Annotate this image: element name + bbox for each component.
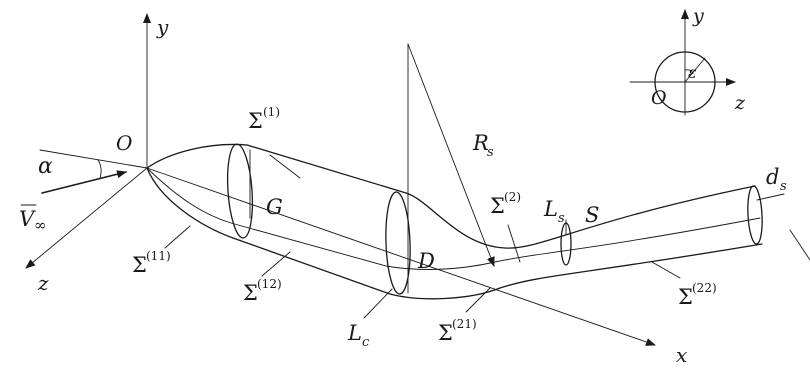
sigma2-label: Σ xyxy=(490,194,505,218)
x-axis-label: x xyxy=(676,343,687,367)
section-sigma1-ellipse xyxy=(226,143,254,239)
body-generatrix-line xyxy=(146,167,761,270)
ds-arrow xyxy=(789,229,810,261)
sigma2-superscript: (2) xyxy=(504,190,521,204)
inset-y-label: y xyxy=(692,5,704,27)
leader-sigma2 xyxy=(507,224,521,263)
inset-origin-label: O xyxy=(651,87,667,109)
alpha-angle-arc xyxy=(97,159,102,179)
sigma21-superscript: (21) xyxy=(452,317,477,331)
leader-Lc xyxy=(363,288,393,319)
z-axis-label: z xyxy=(37,271,49,295)
sigma22-superscript: (22) xyxy=(692,281,717,295)
leader-sigma11 xyxy=(164,225,191,249)
Ls-subscript: s xyxy=(558,211,565,226)
sigma1-label: Σ xyxy=(248,109,263,133)
y-axis-label: y xyxy=(156,15,169,39)
leader-sigma1 xyxy=(269,154,301,179)
Rs-label: R xyxy=(472,131,489,155)
inset-section-circle xyxy=(654,51,716,113)
tail-end-ellipse xyxy=(747,185,763,245)
origin-label: O xyxy=(116,131,132,155)
velocity-subscript: ∞ xyxy=(34,216,47,234)
sigma21-label: Σ xyxy=(438,321,453,345)
body-lower-contour xyxy=(146,167,763,300)
Rs-subscript: s xyxy=(487,145,494,160)
ds-subscript: s xyxy=(780,179,787,194)
freestream-velocity-arrow xyxy=(41,170,127,194)
sigma1-superscript: (1) xyxy=(263,105,280,119)
inset-z-label: z xyxy=(734,92,746,114)
z-axis xyxy=(25,167,148,269)
sigma12-superscript: (12) xyxy=(257,277,282,291)
leader-sigma22 xyxy=(651,261,681,279)
x-axis xyxy=(146,167,656,346)
Rs-radius-line xyxy=(407,43,495,267)
sigma11-label: Σ xyxy=(132,253,147,277)
leader-sigma12 xyxy=(261,251,291,277)
velocity-label: V xyxy=(19,207,36,231)
Lc-label: L xyxy=(347,321,362,345)
body-upper-contour xyxy=(146,143,756,249)
sigma22-label: Σ xyxy=(678,285,693,309)
leader-sigma21 xyxy=(465,287,491,313)
section-D-ellipse xyxy=(385,191,411,295)
inset-epsilon-ray xyxy=(684,57,706,83)
sigma12-label: Σ xyxy=(243,281,258,305)
Lc-subscript: c xyxy=(362,335,370,350)
ds-label: d xyxy=(766,165,779,189)
ds-leader-line xyxy=(756,193,785,201)
alpha-reference-line xyxy=(39,149,148,169)
sigma11-superscript: (11) xyxy=(146,249,171,263)
Ls-label: L xyxy=(543,197,558,221)
S-label: S xyxy=(585,203,599,227)
D-label: D xyxy=(417,249,435,273)
alpha-label: α xyxy=(38,154,53,179)
G-label: G xyxy=(266,195,283,219)
inset-epsilon-label: ε xyxy=(688,63,697,82)
inset-epsilon-arc xyxy=(684,69,694,74)
